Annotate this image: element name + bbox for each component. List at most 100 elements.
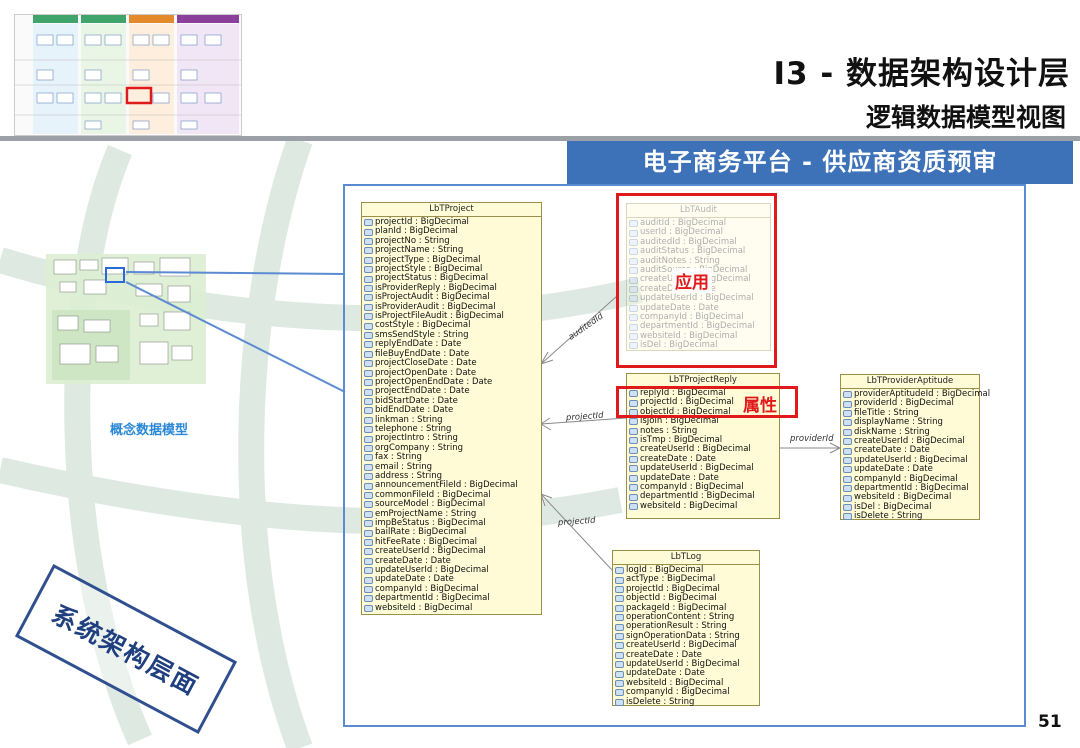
attribute-text: commonFileId : BigDecimal [375, 489, 491, 500]
attribute-text: auditStatus : BigDecimal [640, 246, 746, 257]
attribute-row: impBeStatus : BigDecimal [364, 518, 539, 528]
attribute-text: isProjectAudit : BigDecimal [375, 292, 490, 303]
attribute-icon [364, 567, 373, 575]
attribute-text: updateUserId : BigDecimal [640, 463, 754, 474]
attribute-text: diskName : String [854, 426, 930, 437]
attribute-text: departmentId : BigDecimal [854, 483, 969, 494]
attribute-text: replyId : BigDecimal [640, 388, 726, 398]
attribute-row: address : String [364, 470, 539, 481]
attribute-row: announcementFileId : BigDecimal [364, 480, 539, 490]
attribute-text: createUserId : BigDecimal [375, 546, 486, 557]
attribute-row: sourceModel : BigDecimal [364, 499, 539, 510]
attribute-text: costStyle : BigDecimal [375, 320, 471, 331]
attribute-text: email : String [375, 461, 433, 472]
attribute-text: createDate : Date [854, 445, 930, 456]
attribute-text: companyId : BigDecimal [626, 687, 730, 698]
attribute-row: updateDate : Date [843, 464, 977, 474]
attribute-text: updateDate : Date [640, 472, 719, 483]
attribute-row: companyId : BigDecimal [615, 687, 757, 698]
attribute-text: isJoin : BigDecimal [640, 416, 719, 427]
attribute-icon [364, 435, 373, 443]
attribute-row: replyId : BigDecimal [629, 388, 777, 398]
attribute-row: companyId : BigDecimal [364, 583, 539, 594]
class-title: LbTAudit [627, 204, 770, 218]
attribute-icon [843, 428, 852, 436]
attribute-text: websiteId : BigDecimal [640, 500, 738, 511]
attribute-text: sourceModel : BigDecimal [375, 499, 486, 510]
attribute-icon [364, 426, 373, 434]
attribute-row: projectId : BigDecimal [364, 217, 539, 227]
attribute-icon [615, 576, 624, 584]
attribute-row: updateDate : Date [615, 669, 757, 678]
attribute-row: isProjectFileAudit : BigDecimal [364, 311, 539, 321]
attribute-icon [629, 276, 638, 284]
attribute-text: updateUserId : BigDecimal [626, 659, 740, 670]
attribute-text: companyId : BigDecimal [854, 473, 958, 484]
attribute-row: companyId : BigDecimal [843, 473, 977, 484]
attribute-text: actType : BigDecimal [626, 574, 716, 585]
attribute-text: companyId : BigDecimal [375, 583, 479, 594]
attribute-row: fileBuyEndDate : Date [364, 348, 539, 359]
attribute-text: updateUserId : BigDecimal [854, 454, 968, 465]
attribute-row: createDate : Date [629, 454, 777, 464]
attribute-icon [629, 342, 638, 350]
attribute-row: updateDate : Date [629, 472, 777, 483]
attribute-text: telephone : String [375, 423, 452, 434]
attribute-text: updateUserId : BigDecimal [640, 293, 754, 304]
conceptual-model-thumbnail [46, 254, 206, 384]
attribute-text: projectOpenDate : Date [375, 367, 477, 378]
attribute-text: bailRate : BigDecimal [375, 527, 467, 538]
attribute-icon [615, 689, 624, 697]
attribute-row: providerId : BigDecimal [843, 398, 977, 408]
attribute-text: isProviderAudit : BigDecimal [375, 301, 496, 312]
attribute-text: operationContent : String [626, 612, 735, 623]
class-title: LbTProviderAptitude [841, 375, 979, 389]
attribute-row: isProjectAudit : BigDecimal [364, 292, 539, 303]
application-highlight-box [616, 193, 777, 368]
attribute-icon [364, 256, 373, 264]
attribute-text: createUserId : BigDecimal [854, 436, 965, 447]
attribute-text: createDate : Date [626, 649, 702, 660]
attribute-icon [364, 473, 373, 481]
attribute-icon [364, 379, 373, 387]
attribute-icon [629, 323, 638, 331]
attribute-row: updateUserId : BigDecimal [364, 565, 539, 575]
attribute-icon [843, 438, 852, 446]
attribute-icon [843, 391, 852, 399]
attribute-row: actType : BigDecimal [615, 574, 757, 585]
attribute-row: updateUserId : BigDecimal [629, 293, 768, 304]
attribute-icon [843, 494, 852, 502]
attribute-text: bidStartDate : Date [375, 395, 458, 406]
attribute-icon [615, 623, 624, 631]
attribute-text: address : String [375, 470, 443, 481]
attribute-text: operationResult : String [626, 621, 727, 632]
attribute-row: updateUserId : BigDecimal [629, 463, 777, 474]
attribute-icon [629, 437, 638, 445]
attribute-text: objectId : BigDecimal [626, 593, 717, 604]
attribute-text: isProviderReply : BigDecimal [375, 282, 497, 293]
attribute-row: createUserId : BigDecimal [364, 546, 539, 557]
attribute-icon [629, 248, 638, 256]
attribute-row: createUserId : BigDecimal [843, 436, 977, 447]
attribute-text: projectStatus : BigDecimal [375, 273, 489, 284]
attribute-text: projectId : BigDecimal [375, 217, 469, 227]
attribute-row: projectName : String [364, 245, 539, 255]
attribute-icon [364, 604, 373, 612]
attribute-row: fax : String [364, 452, 539, 462]
attribute-icon [629, 257, 638, 265]
attribute-icon [629, 503, 638, 511]
attribute-icon [615, 642, 624, 650]
attribute-icon [615, 680, 624, 688]
attribute-row: displayName : String [843, 417, 977, 427]
attribute-icon [364, 529, 373, 537]
attribute-highlight-box [616, 386, 798, 418]
attribute-row: isProviderReply : BigDecimal [364, 282, 539, 293]
attribute-row: websiteId : BigDecimal [843, 493, 977, 502]
attribute-text: projectIntro : String [375, 433, 458, 444]
attribute-row: bidEndDate : Date [364, 405, 539, 415]
attribute-row: isProviderAudit : BigDecimal [364, 301, 539, 312]
attribute-text: fileBuyEndDate : Date [375, 348, 470, 359]
